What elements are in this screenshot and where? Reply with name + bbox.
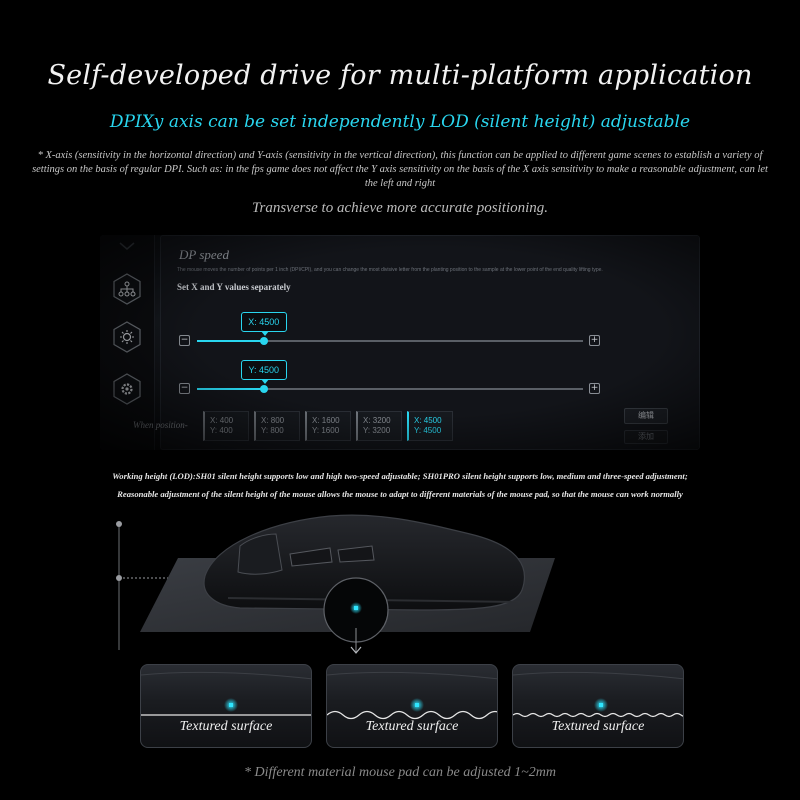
surface-card-flat: Textured surface bbox=[140, 664, 312, 748]
preset-x-value: X: 400 bbox=[210, 416, 234, 425]
gear-icon[interactable] bbox=[112, 373, 142, 405]
dpi-preset-1[interactable]: X: 400 Y: 400 bbox=[203, 411, 249, 441]
dpi-preset-3[interactable]: X: 1600 Y: 1600 bbox=[305, 411, 351, 441]
dpi-preset-2[interactable]: X: 800 Y: 800 bbox=[254, 411, 300, 441]
wavy-surface-graphic bbox=[327, 671, 497, 720]
dpi-preset-4[interactable]: X: 3200 Y: 3200 bbox=[356, 411, 402, 441]
x-decrease-button[interactable]: − bbox=[179, 335, 190, 346]
y-dpi-slider[interactable]: − + bbox=[179, 383, 600, 397]
preset-x-value: X: 1600 bbox=[312, 416, 340, 425]
mouse-body bbox=[203, 514, 526, 611]
preset-x-value: X: 3200 bbox=[363, 416, 391, 425]
panel-sidebar bbox=[100, 235, 155, 450]
preset-y-value: Y: 800 bbox=[261, 426, 284, 435]
bumpy-surface-graphic bbox=[513, 671, 683, 718]
dpi-section-title: DP speed bbox=[179, 247, 229, 262]
set-xy-label: Set X and Y values separately bbox=[177, 282, 291, 292]
y-slider-fill bbox=[197, 388, 264, 390]
surface-label: Textured surface bbox=[551, 719, 645, 734]
lod-description-line-1: Working height (LOD):SH01 silent height … bbox=[112, 471, 688, 481]
surface-card-bumpy: Textured surface bbox=[512, 664, 684, 748]
chevron-up-icon bbox=[112, 237, 142, 269]
panel-main: DP speed The mouse moves the number of p… bbox=[133, 235, 700, 450]
footer-note: * Different material mouse pad can be ad… bbox=[244, 765, 556, 780]
preset-x-value: X: 800 bbox=[261, 416, 285, 425]
x-increase-button[interactable]: + bbox=[589, 335, 600, 346]
preset-x-value: X: 4500 bbox=[414, 416, 442, 425]
feature-description: * X-axis (sensitivity in the horizontal … bbox=[32, 150, 768, 189]
lod-description-line-2: Reasonable adjustment of the silent heig… bbox=[117, 489, 683, 499]
x-value-tooltip: X: 4500 bbox=[240, 312, 287, 336]
y-slider-handle[interactable] bbox=[259, 385, 268, 393]
preset-y-value: Y: 1600 bbox=[312, 426, 340, 435]
x-slider-fill bbox=[197, 340, 264, 342]
preset-y-value: Y: 3200 bbox=[363, 426, 391, 435]
flat-surface-graphic bbox=[141, 671, 311, 716]
x-dpi-slider[interactable]: − + bbox=[179, 335, 600, 349]
feature-description-tail: Transverse to achieve more accurate posi… bbox=[251, 200, 549, 216]
y-decrease-button[interactable]: − bbox=[179, 383, 190, 394]
surface-label: Textured surface bbox=[365, 719, 459, 734]
x-slider-handle[interactable] bbox=[259, 337, 268, 345]
arrow-down-icon bbox=[350, 646, 362, 654]
height-scale bbox=[116, 521, 200, 650]
surface-cards: Textured surface Textured surface Textur… bbox=[140, 664, 685, 748]
preset-y-value: Y: 4500 bbox=[414, 426, 442, 435]
add-button[interactable]: 添加 bbox=[624, 430, 668, 444]
page-title: Self-developed drive for multi-platform … bbox=[47, 60, 753, 91]
network-icon[interactable] bbox=[112, 273, 142, 305]
when-position-label: When position- bbox=[133, 420, 188, 430]
edit-button[interactable]: 编辑 bbox=[624, 408, 668, 424]
preset-y-value: Y: 400 bbox=[210, 426, 233, 435]
dpi-software-panel: DP speed The mouse moves the number of p… bbox=[100, 235, 700, 450]
light-icon[interactable] bbox=[112, 321, 142, 353]
mouse-height-illustration bbox=[116, 514, 555, 654]
dpi-preset-5[interactable]: X: 4500 Y: 4500 bbox=[407, 411, 453, 441]
y-slider-track[interactable] bbox=[197, 385, 583, 393]
surface-card-wavy: Textured surface bbox=[326, 664, 498, 748]
x-slider-track[interactable] bbox=[197, 337, 583, 345]
dpi-section-note: The mouse moves the number of points per… bbox=[177, 267, 603, 273]
surface-label: Textured surface bbox=[179, 719, 273, 734]
y-increase-button[interactable]: + bbox=[589, 383, 600, 394]
y-value-tooltip: Y: 4500 bbox=[240, 360, 287, 384]
page-subtitle: DPIXy axis can be set independently LOD … bbox=[109, 112, 691, 132]
